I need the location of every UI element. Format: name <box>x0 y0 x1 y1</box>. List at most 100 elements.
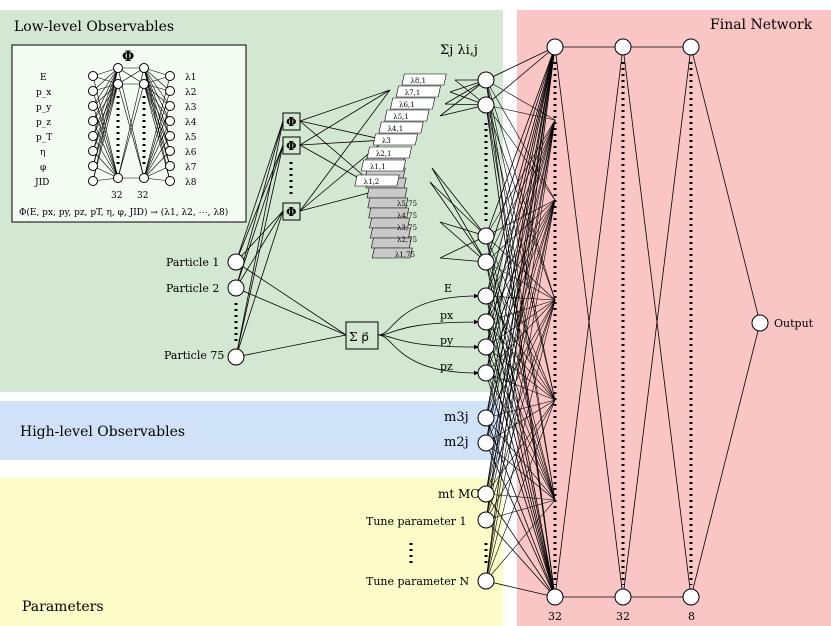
edge <box>299 189 381 212</box>
fan-edge <box>485 499 556 582</box>
lambda-front-label: λ3 <box>382 137 391 145</box>
output-node <box>751 314 769 332</box>
edge <box>299 139 386 146</box>
inset-edge <box>117 67 145 85</box>
fan-edge <box>485 199 556 521</box>
fan-edge <box>485 119 556 237</box>
edge <box>299 89 391 122</box>
mt-mc-label: mt MC <box>438 487 479 501</box>
final-hidden-node <box>546 588 564 606</box>
sum-p-edge <box>377 319 479 336</box>
inset-edge <box>92 105 119 179</box>
parameter-node <box>477 485 495 503</box>
inset-edge <box>143 67 171 122</box>
edge <box>622 46 692 598</box>
inset-output-node <box>165 131 175 141</box>
edge <box>431 167 487 237</box>
edge <box>235 144 284 358</box>
fan-edge <box>485 199 556 419</box>
fan-edge <box>485 372 556 501</box>
inset-edge <box>143 67 171 92</box>
final-network-title: Final Network <box>710 17 813 33</box>
edge <box>485 580 556 598</box>
mom-e-label: E <box>444 282 452 295</box>
inset-output-node <box>165 116 175 126</box>
fan-edge <box>485 79 556 201</box>
lambda-front-label: λ2,1 <box>376 150 392 158</box>
fan-edge <box>485 104 556 121</box>
edge <box>690 322 761 598</box>
lambda-front-label: λ5,1 <box>393 113 409 121</box>
edge <box>554 46 624 598</box>
edge <box>485 46 556 263</box>
fan-edge <box>485 79 556 121</box>
lambda-card-front: λ8,1 <box>401 73 447 86</box>
svg-text:Σ p⃗: Σ p⃗ <box>349 330 369 344</box>
fan-edge <box>485 199 556 323</box>
fan-edge <box>485 199 556 348</box>
fan-edge <box>485 299 556 323</box>
edge <box>235 210 284 358</box>
edge <box>235 120 284 358</box>
inset-output-label: λ4 <box>185 118 197 128</box>
inset-layer-size-2: 32 <box>137 191 148 201</box>
inset-hidden-node <box>113 79 123 89</box>
nodes <box>227 38 769 606</box>
edge <box>299 89 391 146</box>
fan-edge <box>485 261 556 401</box>
high-level-region <box>0 401 500 460</box>
fan-edge <box>485 399 556 521</box>
fan-edge <box>485 104 556 301</box>
edge <box>431 167 487 263</box>
edge <box>485 46 556 237</box>
fan-edge <box>485 346 556 501</box>
fan-edge <box>485 119 556 419</box>
inset-phi-label: Φ <box>122 49 134 65</box>
inset-edge <box>92 67 119 122</box>
inset-edge <box>92 135 119 179</box>
inset-hidden-node <box>139 63 149 73</box>
inset-hidden-node <box>113 63 123 73</box>
lambda-back-label: λ3,75 <box>397 224 417 232</box>
sum-lambda-node <box>477 71 495 89</box>
edge <box>485 46 556 81</box>
fan-edge <box>485 199 556 374</box>
final-network-region <box>517 10 831 626</box>
sum-p-edge <box>377 334 479 376</box>
fan-edge <box>485 399 556 444</box>
inset-edge <box>143 120 171 179</box>
inset-output-label: λ7 <box>185 163 197 173</box>
fan-edge <box>485 199 556 237</box>
low-level-title: Low-level Observables <box>14 19 174 35</box>
fan-edge <box>485 119 556 582</box>
inset-edge <box>143 150 171 179</box>
sum-lambda-node <box>477 227 495 245</box>
fan-edge <box>485 299 556 444</box>
mom-py-label: py <box>440 334 454 347</box>
lambda-back-label: λ2,75 <box>397 236 417 244</box>
lambda-card-front: λ4,1 <box>378 121 424 134</box>
edge <box>235 261 347 336</box>
edge <box>429 181 487 263</box>
sum-lambda-label: Σj λi,j <box>440 43 478 58</box>
edge <box>235 120 284 263</box>
lambda-card-front: λ5,1 <box>384 109 430 122</box>
sum-lambda-node <box>477 253 495 271</box>
lambda-card-front: λ1,1 <box>360 159 406 172</box>
lambda-back-label: λ1,75 <box>395 251 415 259</box>
inset-edge <box>143 105 171 179</box>
parameter-node <box>477 511 495 529</box>
fan-edge <box>485 104 556 201</box>
edge <box>690 46 761 324</box>
parameters-title: Parameters <box>22 599 104 615</box>
edge <box>485 46 556 521</box>
final-hidden-node <box>546 38 564 56</box>
lambda-card-back <box>366 187 408 199</box>
inset-input-node <box>88 86 98 96</box>
momentum-node <box>477 338 495 356</box>
inset-output-label: λ8 <box>185 178 197 188</box>
inset-edge <box>143 67 171 137</box>
